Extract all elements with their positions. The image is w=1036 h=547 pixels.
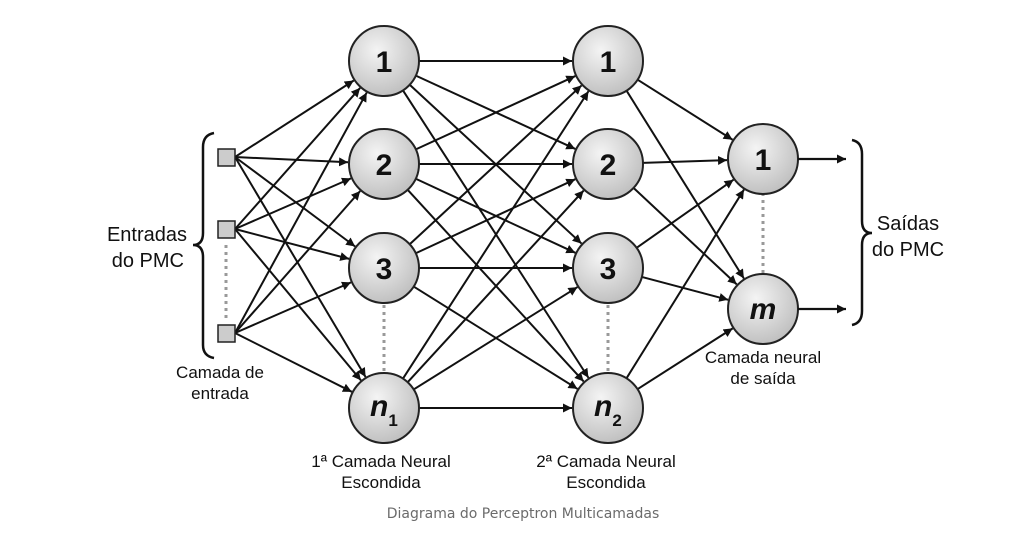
connection-arrow	[234, 281, 352, 334]
hidden2-node	[572, 128, 644, 200]
figure-caption: Diagrama do Perceptron Multicamadas	[386, 506, 660, 522]
hidden2-last-node-subscript: 2	[612, 411, 621, 430]
connection-arrow	[636, 178, 735, 249]
input-title-2: do PMC	[112, 250, 184, 272]
ellipsis-dots	[224, 193, 765, 372]
connection-arrow	[413, 286, 579, 391]
connection-arrow	[406, 189, 585, 383]
hidden2-node-label: 2	[600, 149, 617, 182]
hidden2-nodes: 1 2 3 n2	[572, 25, 644, 444]
output-node-label: 1	[755, 144, 772, 177]
connection-arrow	[234, 156, 367, 378]
connection-arrow	[415, 178, 576, 255]
connection-arrow	[637, 78, 734, 141]
hidden2-last-node-label: n	[594, 390, 612, 423]
hidden2-node	[572, 25, 644, 97]
connection-arrow	[415, 75, 576, 151]
connection-lines	[234, 56, 745, 413]
input-caption: Camada de	[176, 363, 264, 382]
hidden1-node-label: 2	[376, 149, 393, 182]
svg-text:n1: n1	[370, 390, 398, 430]
hidden1-node-label: 1	[376, 46, 393, 79]
hidden2-caption-2: Escondida	[566, 473, 646, 492]
connection-arrow	[636, 327, 734, 391]
input-nodes	[217, 148, 236, 343]
hidden1-node	[348, 232, 420, 304]
hidden1-nodes: 1 2 3 n1	[348, 25, 420, 444]
connection-arrow	[409, 84, 583, 245]
output-last-node-label: m	[750, 293, 777, 326]
input-node	[217, 148, 236, 167]
output-nodes: 1 m	[727, 123, 799, 345]
connection-arrow	[641, 275, 729, 302]
output-title-2: do PMC	[872, 239, 944, 261]
connection-arrow	[625, 90, 745, 280]
hidden1-node	[348, 25, 420, 97]
hidden1-node	[348, 128, 420, 200]
hidden1-caption: 1ª Camada Neural	[311, 452, 451, 471]
output-caption: Camada neural	[705, 348, 821, 367]
connection-arrow	[402, 90, 590, 380]
input-node	[217, 220, 236, 239]
connection-arrow	[642, 155, 728, 165]
connection-arrow	[625, 189, 745, 379]
hidden2-node	[572, 372, 644, 444]
input-title: Entradas	[107, 224, 187, 246]
hidden2-node-label: 3	[600, 253, 617, 286]
hidden1-last-node-subscript: 1	[388, 411, 397, 430]
connection-arrow	[234, 332, 353, 393]
input-caption-2: entrada	[191, 384, 249, 403]
output-caption-2: de saída	[730, 369, 796, 388]
connection-arrow	[234, 79, 355, 158]
hidden1-caption-2: Escondida	[341, 473, 421, 492]
hidden2-node-label: 1	[600, 46, 617, 79]
output-brace	[851, 138, 873, 327]
connection-arrow	[234, 92, 368, 334]
svg-text:n2: n2	[594, 390, 622, 430]
hidden2-caption: 2ª Camada Neural	[536, 452, 676, 471]
connection-arrow	[234, 228, 350, 261]
hidden1-node	[348, 372, 420, 444]
connection-arrow	[234, 177, 352, 230]
connection-arrow	[234, 87, 361, 230]
hidden1-last-node-label: n	[370, 390, 388, 423]
input-node	[217, 324, 236, 343]
hidden2-node	[572, 232, 644, 304]
connection-arrow	[632, 187, 738, 286]
output-title: Saídas	[877, 213, 939, 235]
input-brace	[192, 131, 215, 360]
connection-arrow	[234, 190, 361, 334]
hidden1-node-label: 3	[376, 253, 393, 286]
